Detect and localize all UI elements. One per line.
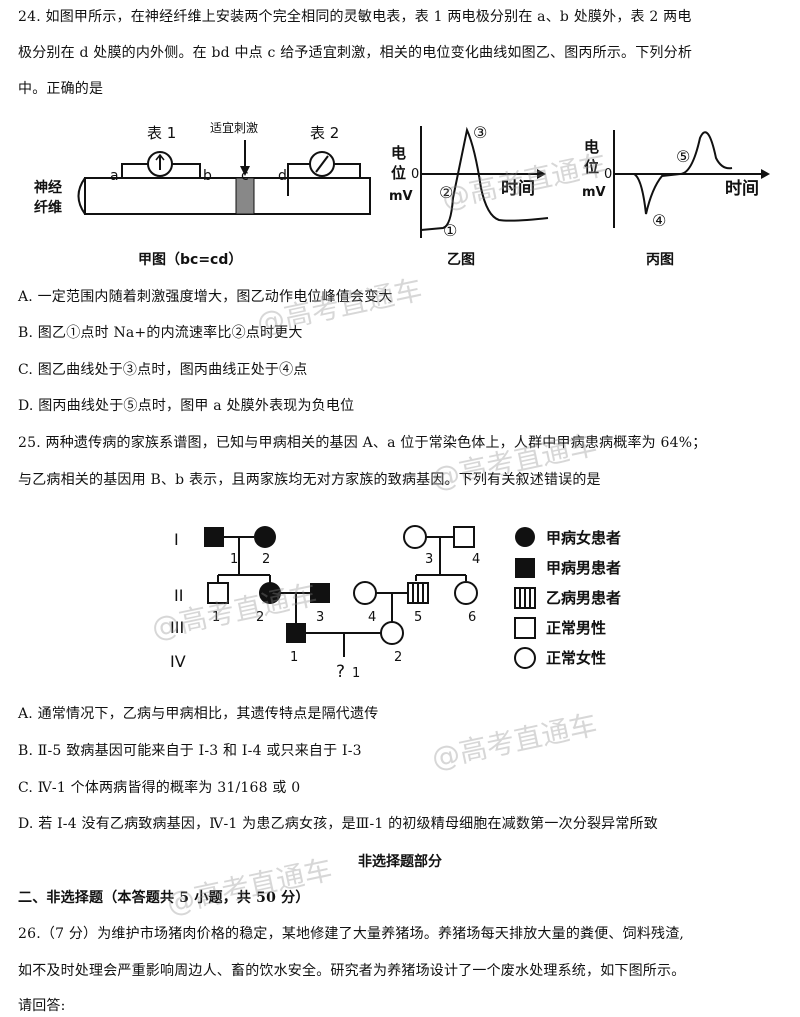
I-4-number: 4 [472,552,480,567]
legend-5: 正常女性 [546,649,606,667]
q24-option-d: D. 图丙曲线处于⑤点时，图甲 a 处膜外表现为负电位 [18,398,355,414]
q24-line3: 中。正确的是 [18,81,104,97]
I-2-affected-female [254,526,276,548]
label-b: b [203,168,212,184]
watermark: @高考直通车 [428,707,600,776]
bing-ylabel-1: 电 [584,138,599,156]
q24-option-c: C. 图乙曲线处于③点时，图丙曲线正处于④点 [18,362,308,378]
legend-normal-female-icon [514,647,536,669]
bing-point-4: ④ [652,211,666,230]
q24-line1: 24. 如图甲所示，在神经纤维上安装两个完全相同的灵敏电表，表 1 两电极分别在… [18,9,692,25]
figure-jia: 表 1 表 2 适宜刺激 a b c d 神经 纤维 甲图（bc=cd） [34,120,371,268]
I-1-affected-male [204,527,224,547]
q24-option-b: B. 图乙①点时 Na+的内流速率比②点时更大 [18,325,303,341]
legend-1: 甲病女患者 [546,529,621,547]
II-6-normal-female [454,581,478,605]
II-5-number: 5 [414,610,422,625]
yi-zero: 0 [411,167,419,182]
II-6-number: 6 [468,610,476,625]
I-3-number: 3 [425,552,433,567]
caption-jia: 甲图（bc=cd） [138,252,242,268]
bing-point-5: ⑤ [676,147,690,166]
legend-affected-male-icon [515,558,535,578]
stimulus-label: 适宜刺激 [210,120,258,135]
q24-line2: 极分别在 d 处膜的内外侧。在 bd 中点 c 给予适宜刺激，相关的电位变化曲线… [18,45,693,61]
II-3-affected-male [310,583,330,603]
yi-point-3: ③ [473,123,487,142]
q26-line3: 请回答: [18,998,66,1014]
gen-3-label: III [170,618,184,637]
III-2-number: 2 [394,650,402,665]
II-4-normal-female [353,581,377,605]
III-2-normal-female [380,621,404,645]
III-1-affected-male [286,623,306,643]
q24-option-a: A. 一定范围内随着刺激强度增大，图乙动作电位峰值会变大 [18,289,393,305]
q25-line1: 25. 两种遗传病的家族系谱图，已知与甲病相关的基因 A、a 位于常染色体上，人… [18,435,707,451]
part2-heading: 二、非选择题（本答题共 5 小题，共 50 分） [18,890,310,906]
q25-option-b: B. Ⅱ-5 致病基因可能来自于 I-3 和 I-4 或只来自于 I-3 [18,743,362,759]
q25-line2: 与乙病相关的基因用 B、b 表示，且两家族均无对方家族的致病基因。下列有关叙述错… [18,472,601,488]
I-3-normal-female [403,525,427,549]
I-2-number: 2 [262,552,270,567]
section-title: 非选择题部分 [358,854,442,870]
q26-line1: 26.（7 分）为维护市场猪肉价格的稳定，某地修建了大量养猪场。养猪场每天排放大… [18,926,685,942]
gen-2-label: II [174,586,183,605]
II-2-number: 2 [256,610,264,625]
IV-1-number: 1 [352,666,360,681]
figure-yi: 电 位 mV 0 时间 ① ② ③ 乙图 [389,123,549,268]
legend-affected-female-icon [515,527,535,547]
yi-xlabel: 时间 [501,178,535,199]
meter2-label: 表 2 [310,124,339,142]
fiber-label-2: 纤维 [34,199,62,216]
I-1-number: 1 [230,552,238,567]
label-c: c [241,168,249,184]
II-4-number: 4 [368,610,376,625]
IV-1-unknown: ? [336,662,345,682]
fiber-label-1: 神经 [34,179,62,196]
yi-point-1: ① [443,221,457,240]
III-1-number: 1 [290,650,298,665]
figure-bing: 电 位 mV 0 时间 ④ ⑤ 丙图 [582,130,770,268]
q26-line2: 如不及时处理会严重影响周边人、畜的饮水安全。研究者为养猪场设计了一个废水处理系统… [18,963,686,979]
bing-xlabel: 时间 [725,178,759,199]
II-1-number: 1 [212,610,220,625]
I-4-normal-male [453,526,475,548]
yi-ylabel-2: 位 [391,164,406,182]
bing-ylabel-3: mV [582,185,606,200]
yi-ylabel-3: mV [389,189,413,204]
yi-point-2: ② [439,183,453,202]
meter1-label: 表 1 [147,124,176,142]
q25-option-a: A. 通常情况下，乙病与甲病相比，其遗传特点是隔代遗传 [18,706,379,722]
label-d: d [278,168,287,184]
bing-ylabel-2: 位 [584,158,599,176]
gen-4-label: IV [170,652,186,671]
q25-option-c: C. Ⅳ-1 个体两病皆得的概率为 31/168 或 0 [18,780,301,796]
caption-yi: 乙图 [447,252,475,268]
II-3-number: 3 [316,610,324,625]
gen-1-label: I [174,530,179,549]
II-1-normal-male [207,582,229,604]
label-a: a [110,168,119,184]
II-2-affected-female [259,582,281,604]
caption-bing: 丙图 [646,252,674,268]
pedigree-chart: I II III IV 1 2 3 4 1 2 3 4 5 6 1 2 ? 1 [170,525,621,682]
legend-3: 乙病男患者 [546,589,621,607]
legend-normal-male-icon [514,617,536,639]
legend-2: 甲病男患者 [546,559,621,577]
legend-4: 正常男性 [546,619,606,637]
yi-ylabel-1: 电 [391,144,406,162]
bing-zero: 0 [604,167,612,182]
q25-option-d: D. 若 I-4 没有乙病致病基因，Ⅳ-1 为患乙病女孩，是Ⅲ-1 的初级精母细… [18,816,658,832]
